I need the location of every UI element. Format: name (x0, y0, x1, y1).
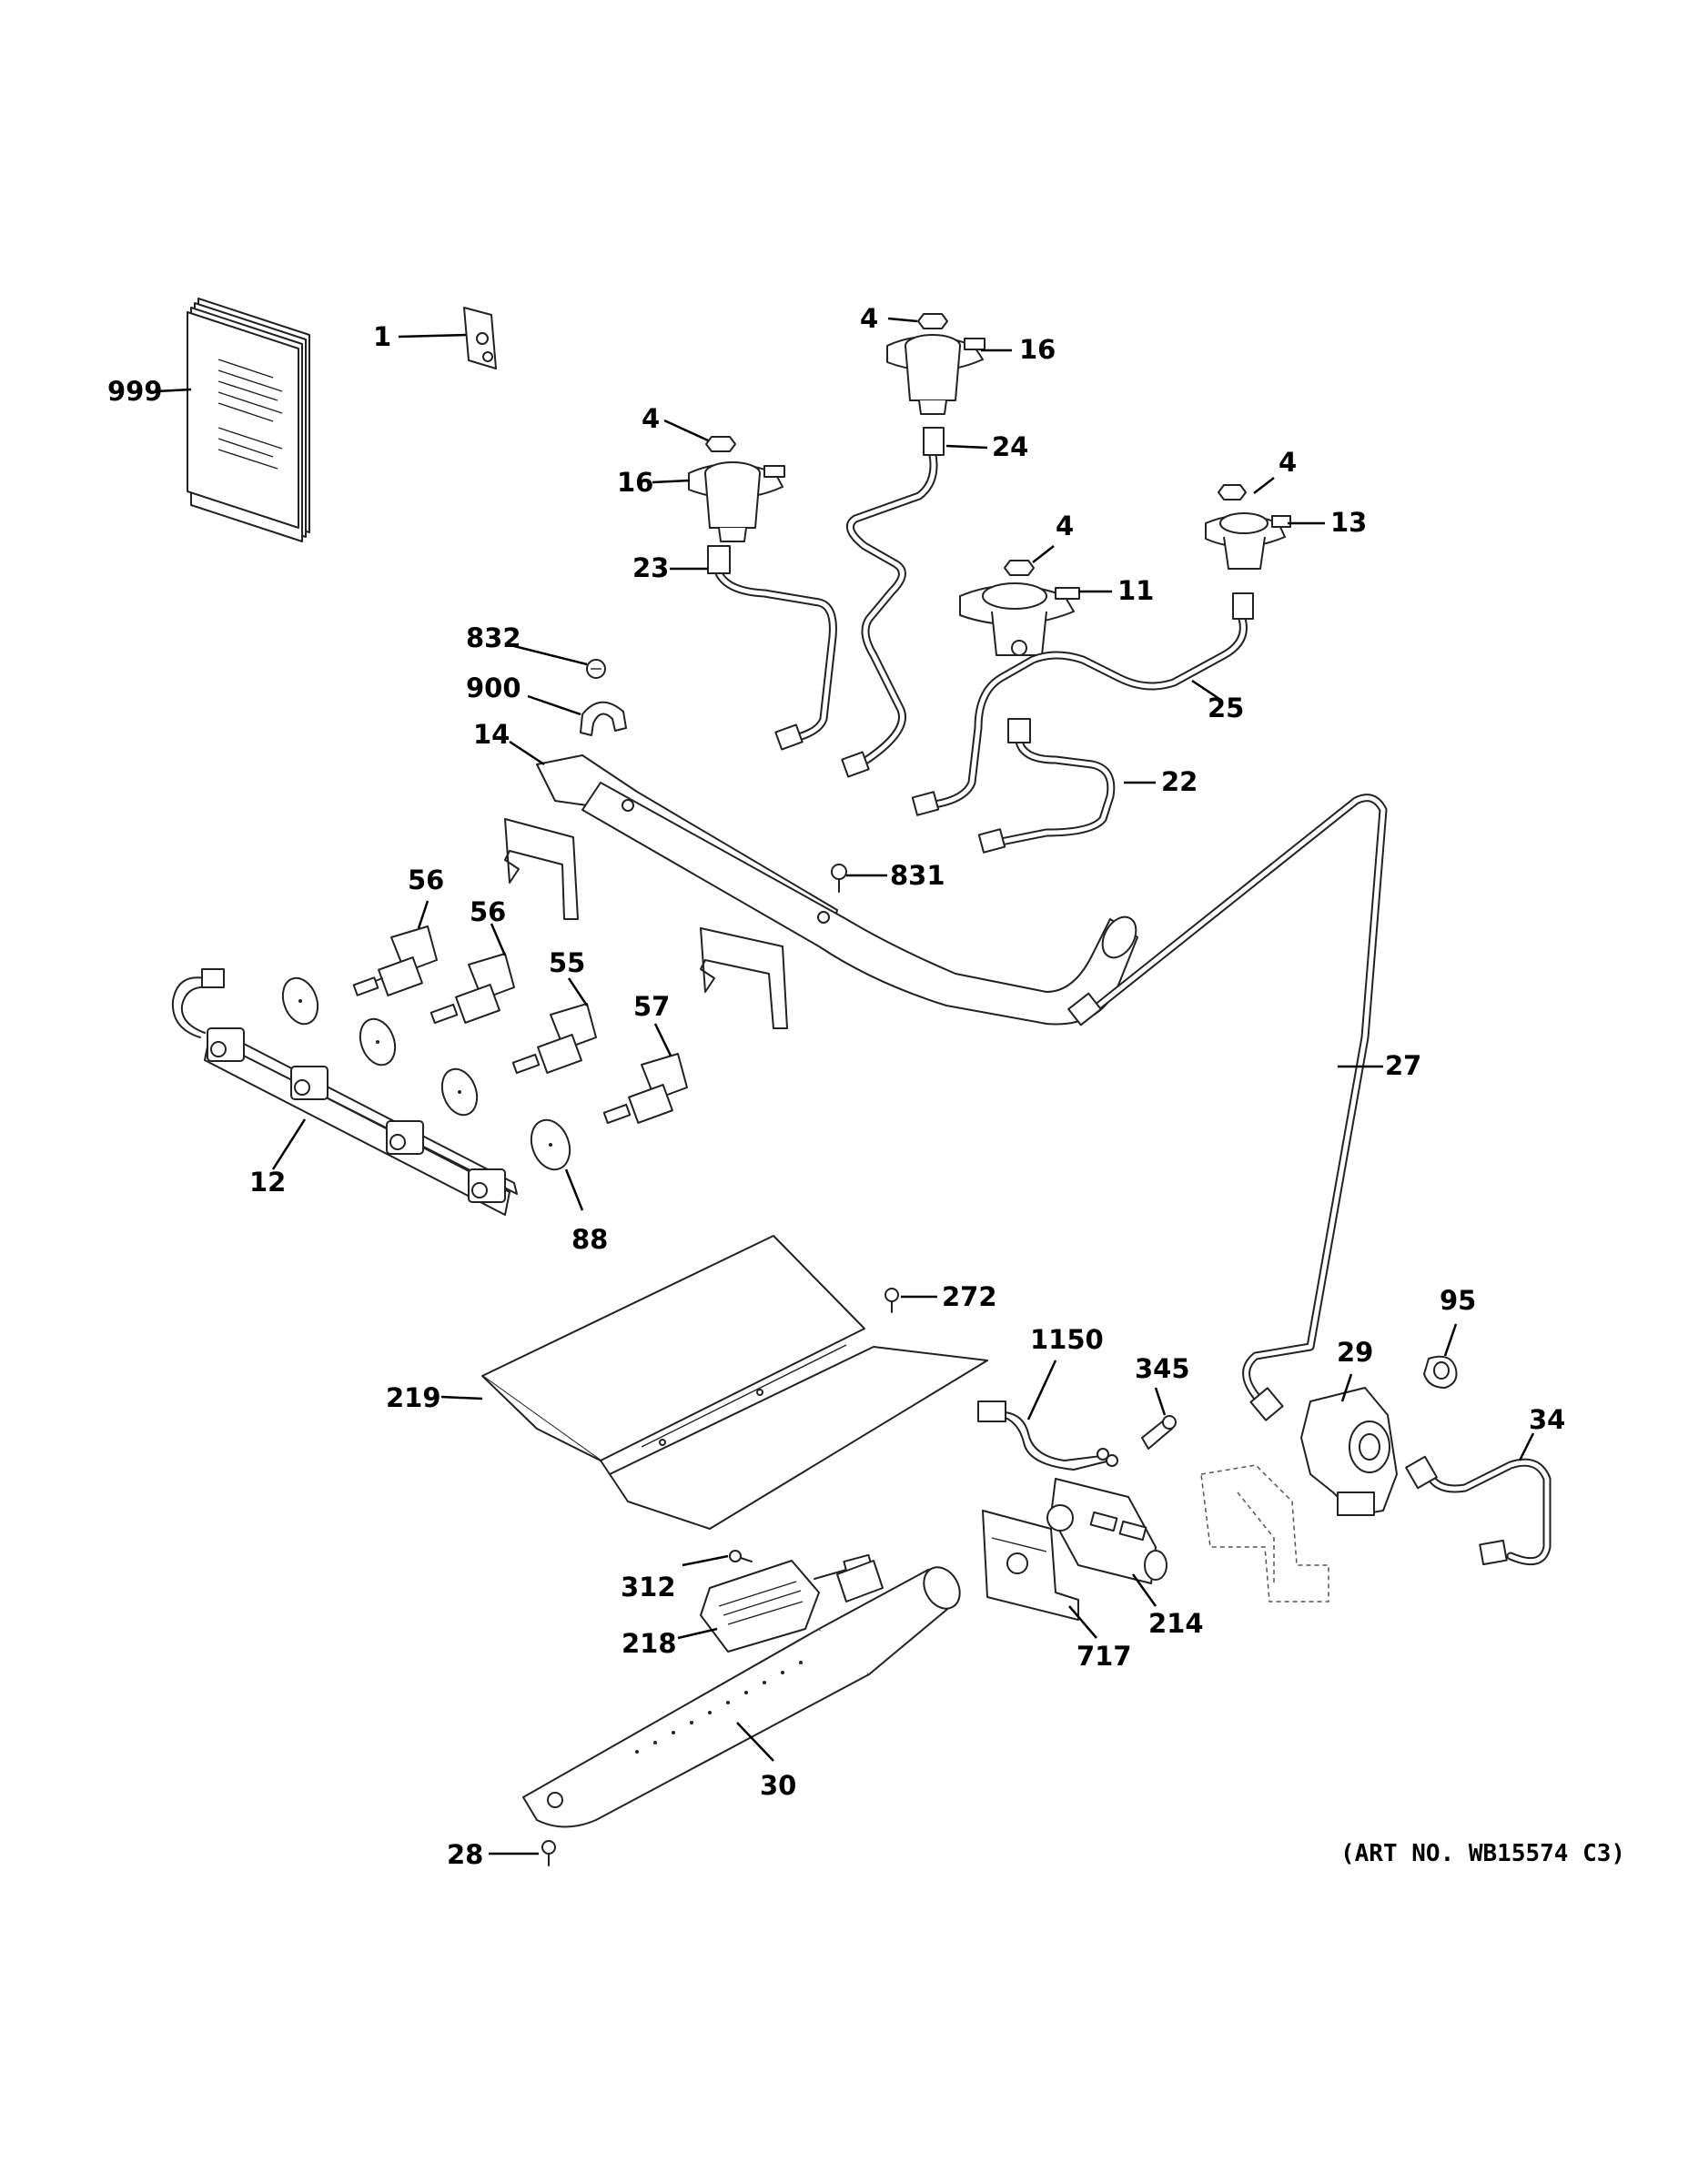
callout-23: 23 (632, 552, 669, 583)
part-16-burner-head-a (886, 334, 986, 415)
part-27-tube (1067, 794, 1388, 1421)
callout-1: 1 (373, 321, 391, 352)
callout-11: 11 (1117, 575, 1154, 606)
callout-219: 219 (386, 1382, 441, 1413)
callout-29: 29 (1337, 1337, 1373, 1368)
callout-30: 30 (760, 1770, 796, 1801)
callout-4-b: 4 (642, 403, 660, 434)
callout-27: 27 (1385, 1050, 1421, 1081)
part-28-screw (541, 1840, 556, 1866)
callout-25: 25 (1208, 693, 1244, 723)
callout-4-c: 4 (1279, 447, 1297, 478)
callout-28: 28 (447, 1839, 483, 1870)
callout-56-b: 56 (470, 896, 506, 927)
part-4-nut-c (1218, 484, 1247, 500)
callout-1150: 1150 (1030, 1324, 1104, 1355)
callout-88: 88 (571, 1224, 608, 1255)
callout-labels: 999 1 4 16 24 4 16 23 4 13 4 11 832 900 … (107, 303, 1565, 1870)
part-11-burner-head (959, 582, 1080, 656)
callout-16-a: 16 (1019, 334, 1056, 365)
part-1150-wire (977, 1400, 1118, 1471)
callout-312: 312 (621, 1572, 676, 1603)
callout-214: 214 (1148, 1608, 1204, 1639)
callout-4-d: 4 (1056, 511, 1074, 541)
part-29-valve (1200, 1387, 1398, 1603)
part-16-burner-head-b (688, 461, 785, 542)
callout-13: 13 (1330, 507, 1367, 538)
part-55-valve (511, 1003, 597, 1075)
part-12-switch-harness (171, 968, 518, 1216)
part-900-clamp (580, 701, 627, 736)
part-56-valve-b (430, 953, 515, 1025)
part-1-bracket (463, 307, 497, 369)
part-4-nut-a (917, 313, 948, 329)
part-88-discs (281, 976, 571, 1171)
part-345-screw (1141, 1415, 1177, 1450)
part-30-burner-tube (522, 1560, 961, 1828)
part-56-valve-a (352, 925, 438, 996)
leader-lines (156, 317, 1535, 1855)
part-24-tube (841, 427, 945, 778)
part-312-screw (729, 1550, 753, 1562)
callout-272: 272 (942, 1281, 997, 1312)
callout-95: 95 (1440, 1285, 1476, 1316)
callout-345: 345 (1135, 1353, 1190, 1384)
callout-900: 900 (466, 672, 521, 703)
part-22-tube (977, 718, 1116, 854)
callout-14: 14 (473, 719, 510, 750)
callout-218: 218 (622, 1628, 677, 1659)
part-4-nut-b (705, 436, 736, 452)
part-23-tube (707, 545, 837, 751)
part-999-literature (187, 298, 310, 542)
callout-22: 22 (1161, 766, 1198, 797)
part-831-screw (831, 864, 847, 893)
callout-24: 24 (992, 431, 1028, 462)
callout-4-a: 4 (860, 303, 878, 334)
callout-55: 55 (549, 947, 585, 978)
callout-717: 717 (1076, 1641, 1132, 1672)
callout-34: 34 (1529, 1404, 1565, 1435)
part-34-tube (1405, 1455, 1552, 1566)
part-4-nut-d (1004, 560, 1035, 576)
callout-999: 999 (107, 376, 163, 407)
part-214-module (1046, 1478, 1167, 1584)
callout-16-b: 16 (617, 467, 653, 498)
part-272-screw (884, 1288, 899, 1313)
part-219-shield (481, 1235, 988, 1530)
part-832-screw (586, 659, 606, 679)
part-717-bracket (982, 1510, 1079, 1621)
part-13-burner-head (1205, 512, 1291, 570)
part-25-tube (911, 592, 1254, 816)
art-number: (ART NO. WB15574 C3) (1340, 1840, 1625, 1867)
callout-56-a: 56 (408, 864, 444, 895)
part-14-manifold (504, 754, 1138, 1029)
part-57-valve (602, 1053, 688, 1125)
part-95-gasket (1423, 1355, 1458, 1389)
callout-12: 12 (249, 1167, 286, 1198)
callout-832: 832 (466, 622, 521, 653)
callout-831: 831 (890, 860, 945, 891)
callout-57: 57 (633, 991, 670, 1022)
